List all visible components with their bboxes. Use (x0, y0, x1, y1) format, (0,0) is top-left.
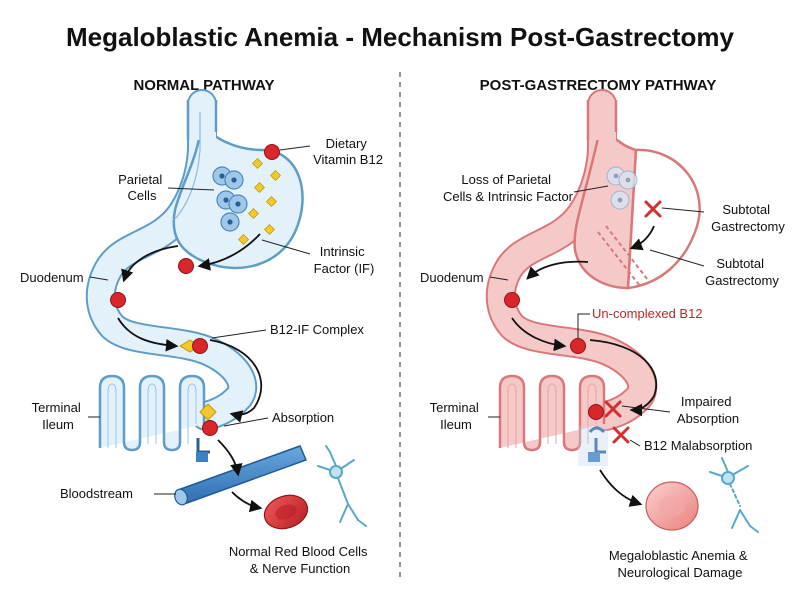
label-b12-if-complex: B12-IF Complex (270, 322, 364, 337)
label-subtotal-gastrectomy-2: Subtotal Gastrectomy (705, 256, 779, 288)
normal-red-blood-cell (263, 494, 309, 530)
empty-receptor (578, 426, 608, 466)
label-b12-malabsorption: B12 Malabsorption (644, 438, 752, 453)
leader-duodenum (89, 276, 109, 281)
label-normal-outcome: Normal Red Blood Cells & Nerve Function (229, 544, 371, 576)
intrinsic-factor-molecules (237, 157, 282, 246)
label-subtotal-gastrectomy-1: Subtotal Gastrectomy (711, 202, 785, 234)
label-dietary-b12: Dietary Vitamin B12 (313, 136, 383, 167)
leader-intrinsic-factor (261, 239, 311, 255)
megaloblastic-red-blood-cell (645, 481, 699, 531)
flow-arrow-duodenum-post (511, 317, 567, 352)
damaged-neuron-icon (709, 457, 759, 533)
leader-impaired (621, 405, 671, 413)
label-duodenum-post: Duodenum (420, 270, 484, 285)
flow-arrow-stomach (197, 233, 261, 271)
leader-complex (211, 329, 267, 339)
x-mark-gastrectomy (644, 200, 662, 218)
flow-arrow-to-duodenum (121, 245, 179, 283)
uncomplexed-b12-particle (570, 338, 586, 354)
leader-duodenum-post (489, 276, 509, 281)
label-bloodstream: Bloodstream (60, 486, 133, 501)
x-mark-malabsorption (612, 426, 630, 444)
page-title: Megaloblastic Anemia - Mechanism Post-Ga… (66, 22, 735, 52)
b12-particle-ileum-post (588, 404, 604, 420)
leader-malabsorption (629, 439, 641, 447)
label-terminal-ileum: Terminal Ileum (32, 400, 85, 432)
x-mark-receptor (604, 400, 622, 418)
flow-arrow-duodenum (117, 317, 179, 352)
normal-heading: NORMAL PATHWAY (133, 77, 274, 94)
flow-arrow-to-duodenum-post (526, 260, 589, 280)
label-loss-parietal: Loss of Parietal Cells & Intrinsic Facto… (443, 172, 574, 204)
absorption-complex (196, 403, 218, 462)
label-duodenum: Duodenum (20, 270, 84, 285)
b12-particle-duodenum-post (504, 292, 520, 308)
leader-parietal (167, 187, 215, 191)
post-gi-tract (485, 89, 701, 452)
leader-absorption (223, 417, 269, 427)
post-heading: POST-GASTRECTOMY PATHWAY (480, 77, 717, 94)
leader-uncomplexed (577, 313, 590, 338)
flow-arrow-to-outcome (599, 469, 643, 507)
lost-parietal-cells (606, 166, 638, 210)
parietal-cells (212, 166, 248, 232)
label-absorption: Absorption (272, 410, 334, 425)
leader-loss-parietal (573, 185, 609, 193)
label-uncomplexed-b12: Un-complexed B12 (592, 306, 703, 321)
flow-arrow-to-ileum (209, 339, 263, 423)
flow-arrow-absorption (217, 439, 243, 477)
label-impaired-absorption: Impaired Absorption (677, 394, 739, 426)
label-terminal-ileum-post: Terminal Ileum (430, 400, 483, 432)
b12-particle-duodenum (110, 292, 126, 308)
leader-dietary-b12 (279, 145, 311, 151)
label-post-outcome: Megaloblastic Anemia & Neurological Dama… (609, 548, 751, 580)
dietary-b12-particle (264, 144, 280, 160)
b12-if-complex (179, 338, 208, 354)
label-parietal-cells: Parietal Cells (118, 172, 166, 203)
post-gastrectomy-panel: POST-GASTRECTOMY PATHWAY (420, 77, 785, 580)
leader-subtotal-1 (661, 207, 705, 213)
flow-arrow-to-rbc (231, 491, 263, 513)
b12-particle-stomach (178, 258, 194, 274)
label-intrinsic-factor: Intrinsic Factor (IF) (314, 244, 375, 276)
normal-pathway-panel: NORMAL PATHWAY (20, 77, 383, 576)
flow-arrow-remnant (629, 225, 655, 251)
neuron-icon (317, 445, 367, 527)
leader-subtotal-2 (649, 249, 705, 267)
